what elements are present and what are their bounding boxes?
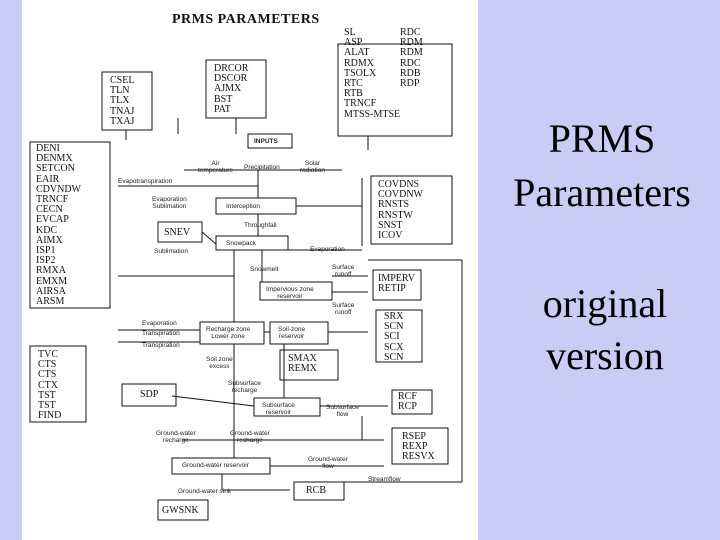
params-gwsnk: GWSNK <box>162 505 199 516</box>
label-snowmelt: Snowmelt <box>250 266 279 273</box>
box-left-lower <box>29 345 87 423</box>
diagram-lines <box>29 43 463 521</box>
label-inputs: INPUTS <box>254 138 278 145</box>
box-smax <box>279 349 339 381</box>
label-gw-recharge: Ground-water recharge <box>156 430 196 444</box>
label-subsurface-reservoir: Subsurface reservoir <box>262 402 295 416</box>
label-precip: Precipitation <box>244 164 280 171</box>
params-soil-right: SRX SCN SCI SCX SCN <box>384 311 404 363</box>
params-top-right-b: RDC RDM RDM RDC RDB RDP <box>400 27 423 90</box>
box-rcb <box>293 481 345 501</box>
box-rcf <box>391 389 433 415</box>
slide-subtitle: original version <box>520 278 690 382</box>
label-transpiration2: Transpiration <box>142 342 180 349</box>
box-sdp <box>121 383 177 407</box>
params-gw-right: RSEP REXP RESVX <box>402 431 435 463</box>
box-subsurface <box>253 397 321 417</box>
box-recharge <box>199 321 265 345</box>
label-evaporation2: Evaporation <box>142 320 177 327</box>
label-subsurface-recharge: Subsurface recharge <box>228 380 261 394</box>
label-solar: Solar radiation <box>300 160 325 174</box>
box-top-right <box>337 43 453 137</box>
left-border-band <box>0 0 22 540</box>
slide-subtitle-line1: original <box>542 281 668 326</box>
box-right-mid <box>370 175 453 245</box>
box-snowpack <box>215 235 289 251</box>
params-top-center: DRCOR DSCOR AJMX BST PAT <box>214 63 249 115</box>
params-right-mid: COVDNS COVDNW RNSTS RNSTW SNST ICOV <box>378 179 423 242</box>
diagram-heading: PRMS PARAMETERS <box>172 12 320 27</box>
label-gw-flow: Ground-water flow <box>308 456 348 470</box>
params-top-right: SL ASP ALAT RDMX TSOLX RTC RTB TRNCF MTS… <box>344 27 401 120</box>
label-surface-runoff: Surface runoff <box>332 264 355 278</box>
slide-title-line1: PRMS <box>548 116 656 161</box>
slide-title-line2: Parameters <box>513 170 691 215</box>
label-surface-runoff2: Surface runoff <box>332 302 355 316</box>
params-left-tall: DENI DENMX SETCON EAIR CDVNDW TRNCF CECN… <box>36 143 81 308</box>
params-sdp: SDP <box>140 389 159 400</box>
params-rcf: RCF RCP <box>398 391 417 413</box>
box-soilzone <box>269 321 329 345</box>
label-soil-excess: Soil zone excess <box>206 356 233 370</box>
label-snowpack: Snowpack <box>226 240 256 247</box>
diagram-scan: PRMS PARAMETERS SL ASP ALAT RDMX TSOLX R… <box>22 0 478 540</box>
label-subsurface-flow: Subsurface flow <box>326 404 359 418</box>
params-top-left: CSEL TLN TLX TNAJ TXAJ <box>110 75 135 127</box>
slide-title: PRMS Parameters <box>492 112 712 220</box>
label-gw-recharge2: Ground-water recharge <box>230 430 270 444</box>
label-interception: Interception <box>226 203 260 210</box>
label-recharge-zone: Recharge zone Lower zone <box>206 326 251 340</box>
slide-subtitle-line2: version <box>546 333 664 378</box>
params-left-lower: TVC CTS CTS CTX TST TST FIND <box>38 349 62 422</box>
label-throughfall: Throughfall <box>244 222 277 229</box>
box-gwsnk <box>157 499 209 521</box>
slide-side-panel <box>478 0 720 540</box>
label-gw-reservoir: Ground-water reservoir <box>182 462 249 469</box>
box-top-left <box>101 71 153 131</box>
label-impervious: Impervious zone reservoir <box>266 286 314 300</box>
label-air-temp: Air temperature <box>198 160 234 174</box>
box-left-tall <box>29 141 111 309</box>
label-gw-sink: Ground-water sink <box>178 488 232 495</box>
label-evaporation: Evaporation <box>310 246 345 253</box>
box-gw-right <box>391 427 449 465</box>
params-snev: SNEV <box>164 227 191 238</box>
params-rcb: RCB <box>306 485 327 496</box>
box-soil-right <box>375 309 423 363</box>
params-smax: SMAX REMX <box>288 353 317 375</box>
box-imperv <box>372 269 422 301</box>
label-transpiration: Transpiration <box>142 330 180 337</box>
label-sublimation: Sublimation <box>154 248 188 255</box>
label-evapotranspiration: Evapotranspiration <box>118 178 173 185</box>
box-impervious <box>259 281 333 301</box>
label-evap-sublim: Evaporation Sublimation <box>152 196 187 210</box>
params-imperv: IMPERV RETIP <box>378 273 415 295</box>
box-inputs <box>247 133 293 149</box>
label-streamflow: Streamflow <box>368 476 401 483</box>
label-soilzone: Soil-zone reservoir <box>278 326 306 340</box>
